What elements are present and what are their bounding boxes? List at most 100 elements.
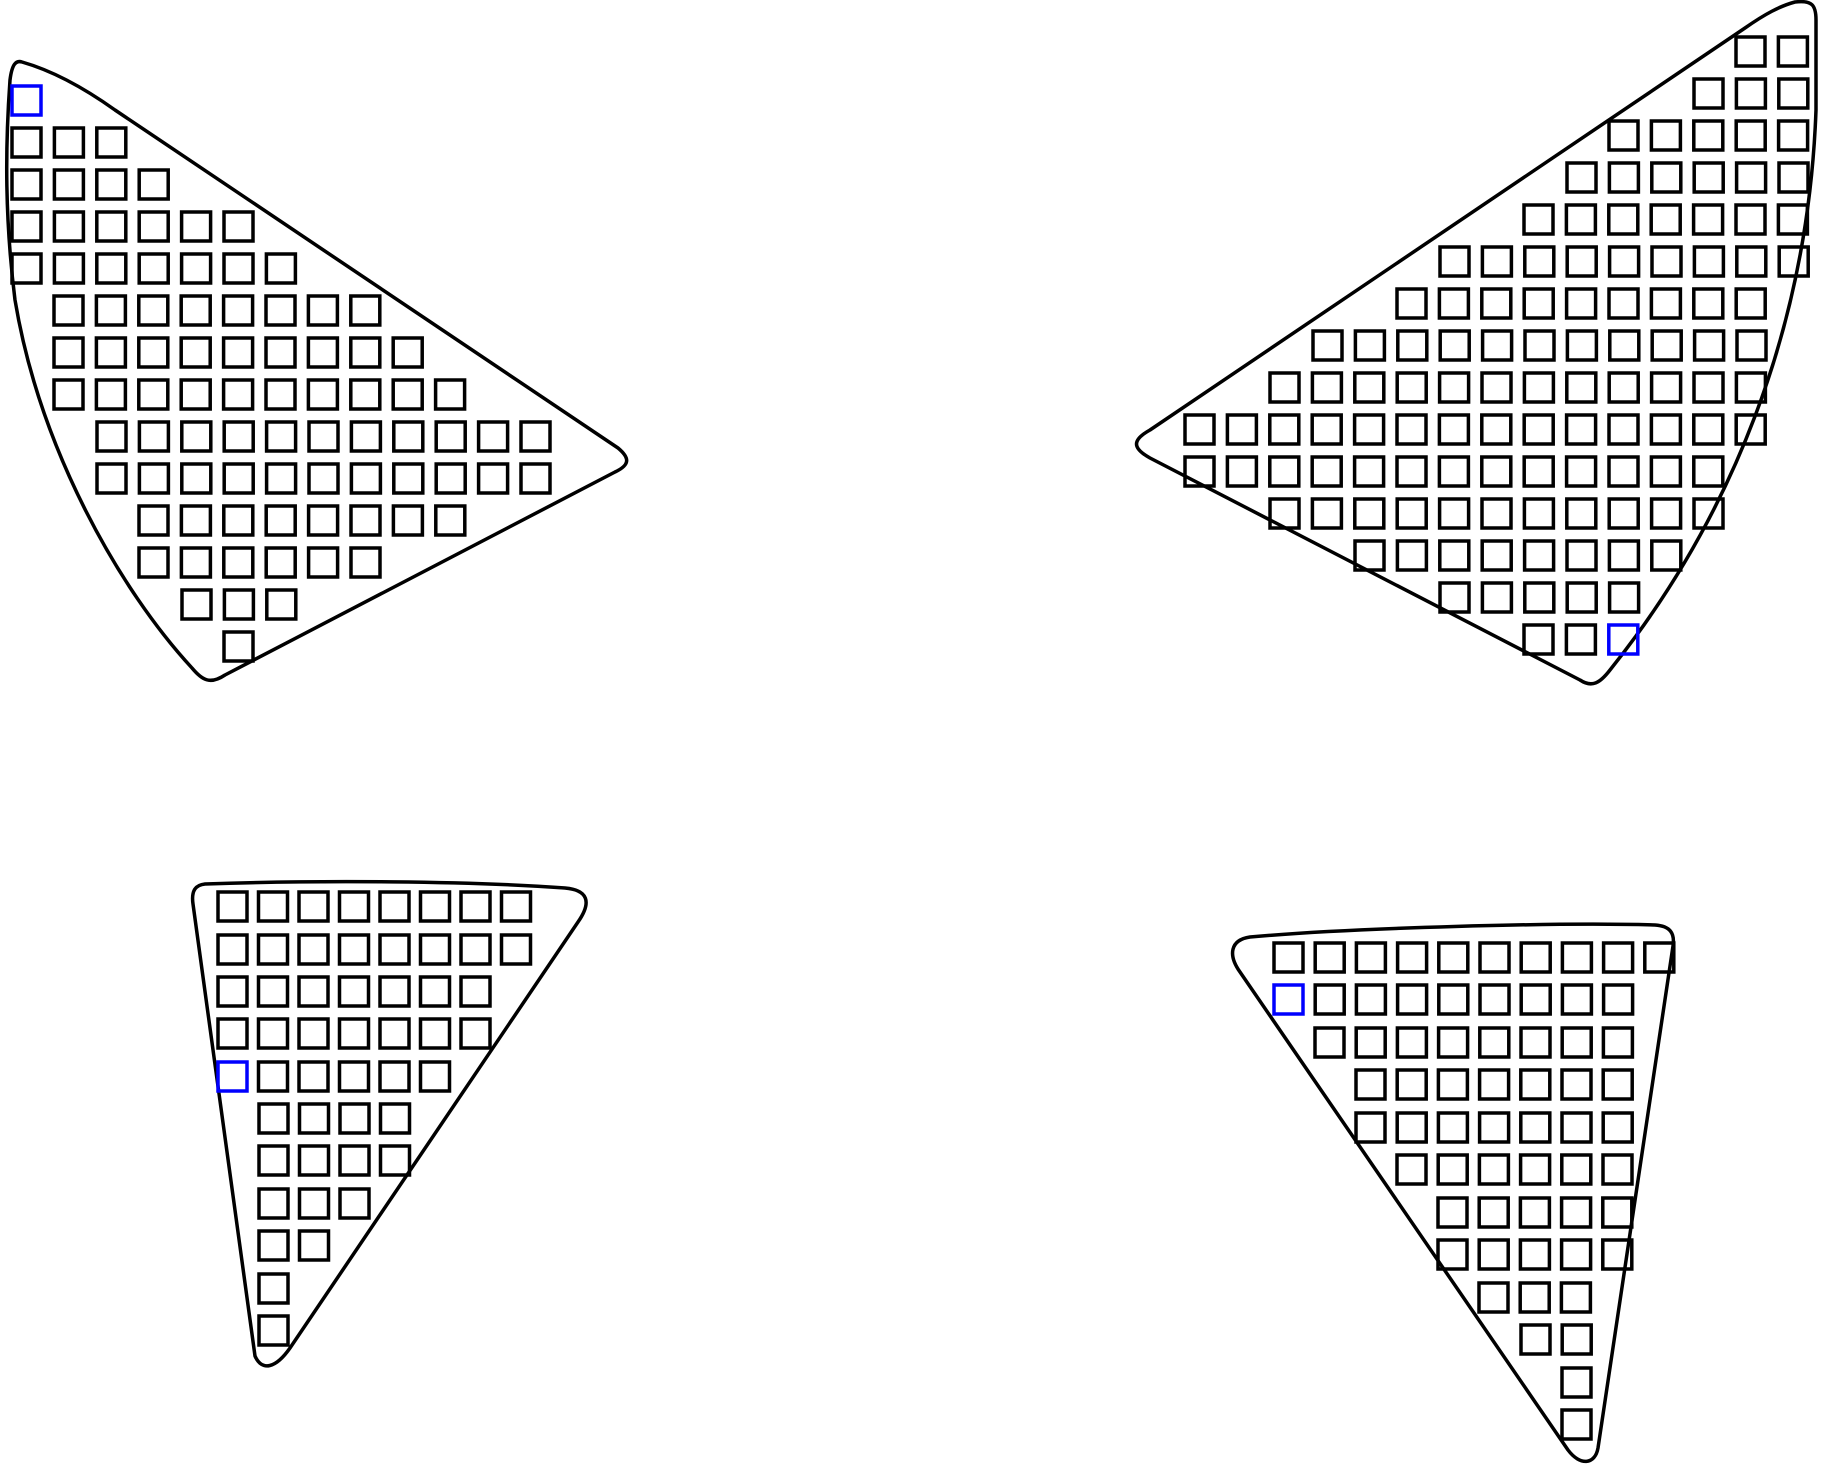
grid-cell — [222, 630, 255, 663]
grid-cell — [1601, 983, 1635, 1016]
grid-cell — [1607, 203, 1640, 236]
grid-cell — [1650, 161, 1683, 194]
grid-cell — [1522, 413, 1555, 446]
grid-cell — [1395, 941, 1429, 974]
grid-cell — [378, 1017, 411, 1050]
grid-cell — [1183, 455, 1216, 488]
grid-cell — [221, 336, 255, 369]
grid-cell — [1777, 245, 1810, 278]
grid-cell — [1268, 455, 1301, 488]
grid-cell — [256, 975, 290, 1008]
highlighted-cell — [1607, 623, 1640, 656]
grid-cell — [1607, 497, 1640, 530]
grid-cell — [434, 462, 467, 495]
grid-cell — [1395, 413, 1428, 446]
grid-cell — [179, 504, 213, 537]
grid-cell — [1607, 161, 1641, 194]
grid-cell — [307, 462, 340, 495]
grid-cell — [1565, 539, 1598, 572]
panel-outline — [4, 59, 629, 683]
grid-cell — [222, 210, 255, 243]
grid-cell — [1480, 581, 1514, 614]
grid-cell — [1560, 1323, 1593, 1356]
grid-cell — [264, 336, 297, 369]
grid-cell — [1649, 413, 1683, 446]
grid-cell — [1643, 941, 1676, 974]
grid-cell — [1395, 1068, 1428, 1101]
grid-cell — [1601, 1238, 1634, 1271]
grid-cell — [1601, 1196, 1634, 1229]
grid-cell — [1313, 1026, 1346, 1059]
grid-cell — [459, 933, 492, 966]
grid-cell — [297, 1060, 330, 1093]
grid-cell — [1436, 1153, 1469, 1186]
grid-cell — [1353, 371, 1386, 404]
grid-cell — [257, 1187, 290, 1220]
grid-cell — [1691, 203, 1725, 236]
grid-cell — [1776, 203, 1810, 236]
grid-cell — [52, 168, 86, 201]
grid-cell — [1396, 329, 1429, 362]
grid-cell — [349, 546, 382, 579]
grid-cell — [1480, 287, 1513, 320]
grid-cell — [52, 336, 85, 369]
grid-cell — [221, 378, 255, 411]
grid-cell — [137, 378, 170, 411]
grid-cell — [222, 252, 255, 285]
grid-cell — [1692, 77, 1725, 110]
grid-cell — [1607, 119, 1640, 152]
grid-cell — [1352, 455, 1386, 488]
grid-cell — [1437, 455, 1471, 488]
grid-cell — [1649, 203, 1682, 236]
grid-cell — [1565, 329, 1599, 362]
grid-cell — [95, 420, 128, 453]
grid-cell — [1607, 455, 1640, 488]
grid-cell — [1601, 1153, 1634, 1186]
grid-cell — [1560, 983, 1594, 1016]
grid-cell — [1734, 77, 1768, 110]
grid-cell — [216, 975, 249, 1008]
grid-cell — [1352, 413, 1386, 446]
grid-cell — [378, 1144, 412, 1177]
grid-cell — [1649, 497, 1683, 530]
grid-cell — [1437, 497, 1471, 530]
grid-cell — [179, 378, 212, 411]
grid-cell — [222, 546, 255, 579]
grid-cell — [297, 933, 330, 966]
grid-cell — [1437, 941, 1470, 974]
grid-cell — [1310, 455, 1343, 488]
grid-cell — [306, 336, 340, 369]
grid-cell — [1522, 623, 1555, 656]
grid-cell — [222, 420, 255, 453]
grid-cell — [216, 933, 249, 966]
panel-top-right — [1134, 0, 1818, 686]
grid-cell — [1268, 371, 1301, 404]
grid-cell — [1354, 1111, 1387, 1144]
grid-cell — [1692, 329, 1726, 362]
grid-cell — [94, 294, 128, 327]
grid-cell — [1519, 1068, 1552, 1101]
grid-cell — [1692, 161, 1725, 194]
grid-cell — [257, 1314, 290, 1347]
grid-cell — [391, 378, 424, 411]
grid-cell — [337, 975, 371, 1008]
grid-cell — [1522, 203, 1555, 236]
grid-cell — [337, 1017, 371, 1050]
grid-cell — [1480, 371, 1513, 404]
grid-cell — [306, 294, 340, 327]
grid-cell — [1560, 1408, 1593, 1441]
grid-cell — [349, 294, 382, 327]
grid-cell — [1735, 245, 1768, 278]
grid-cell — [1560, 1153, 1593, 1186]
grid-cell — [216, 1017, 249, 1050]
grid-cell — [180, 420, 213, 453]
grid-cell — [52, 378, 85, 411]
panel-bottom-left — [190, 879, 588, 1368]
grid-cell — [1523, 329, 1556, 362]
grid-cell — [1354, 1068, 1387, 1101]
grid-cell — [1560, 1026, 1593, 1059]
grid-cell — [1692, 455, 1725, 488]
grid-cell — [264, 546, 297, 579]
grid-cell — [297, 1187, 331, 1220]
grid-cell — [1438, 539, 1471, 572]
